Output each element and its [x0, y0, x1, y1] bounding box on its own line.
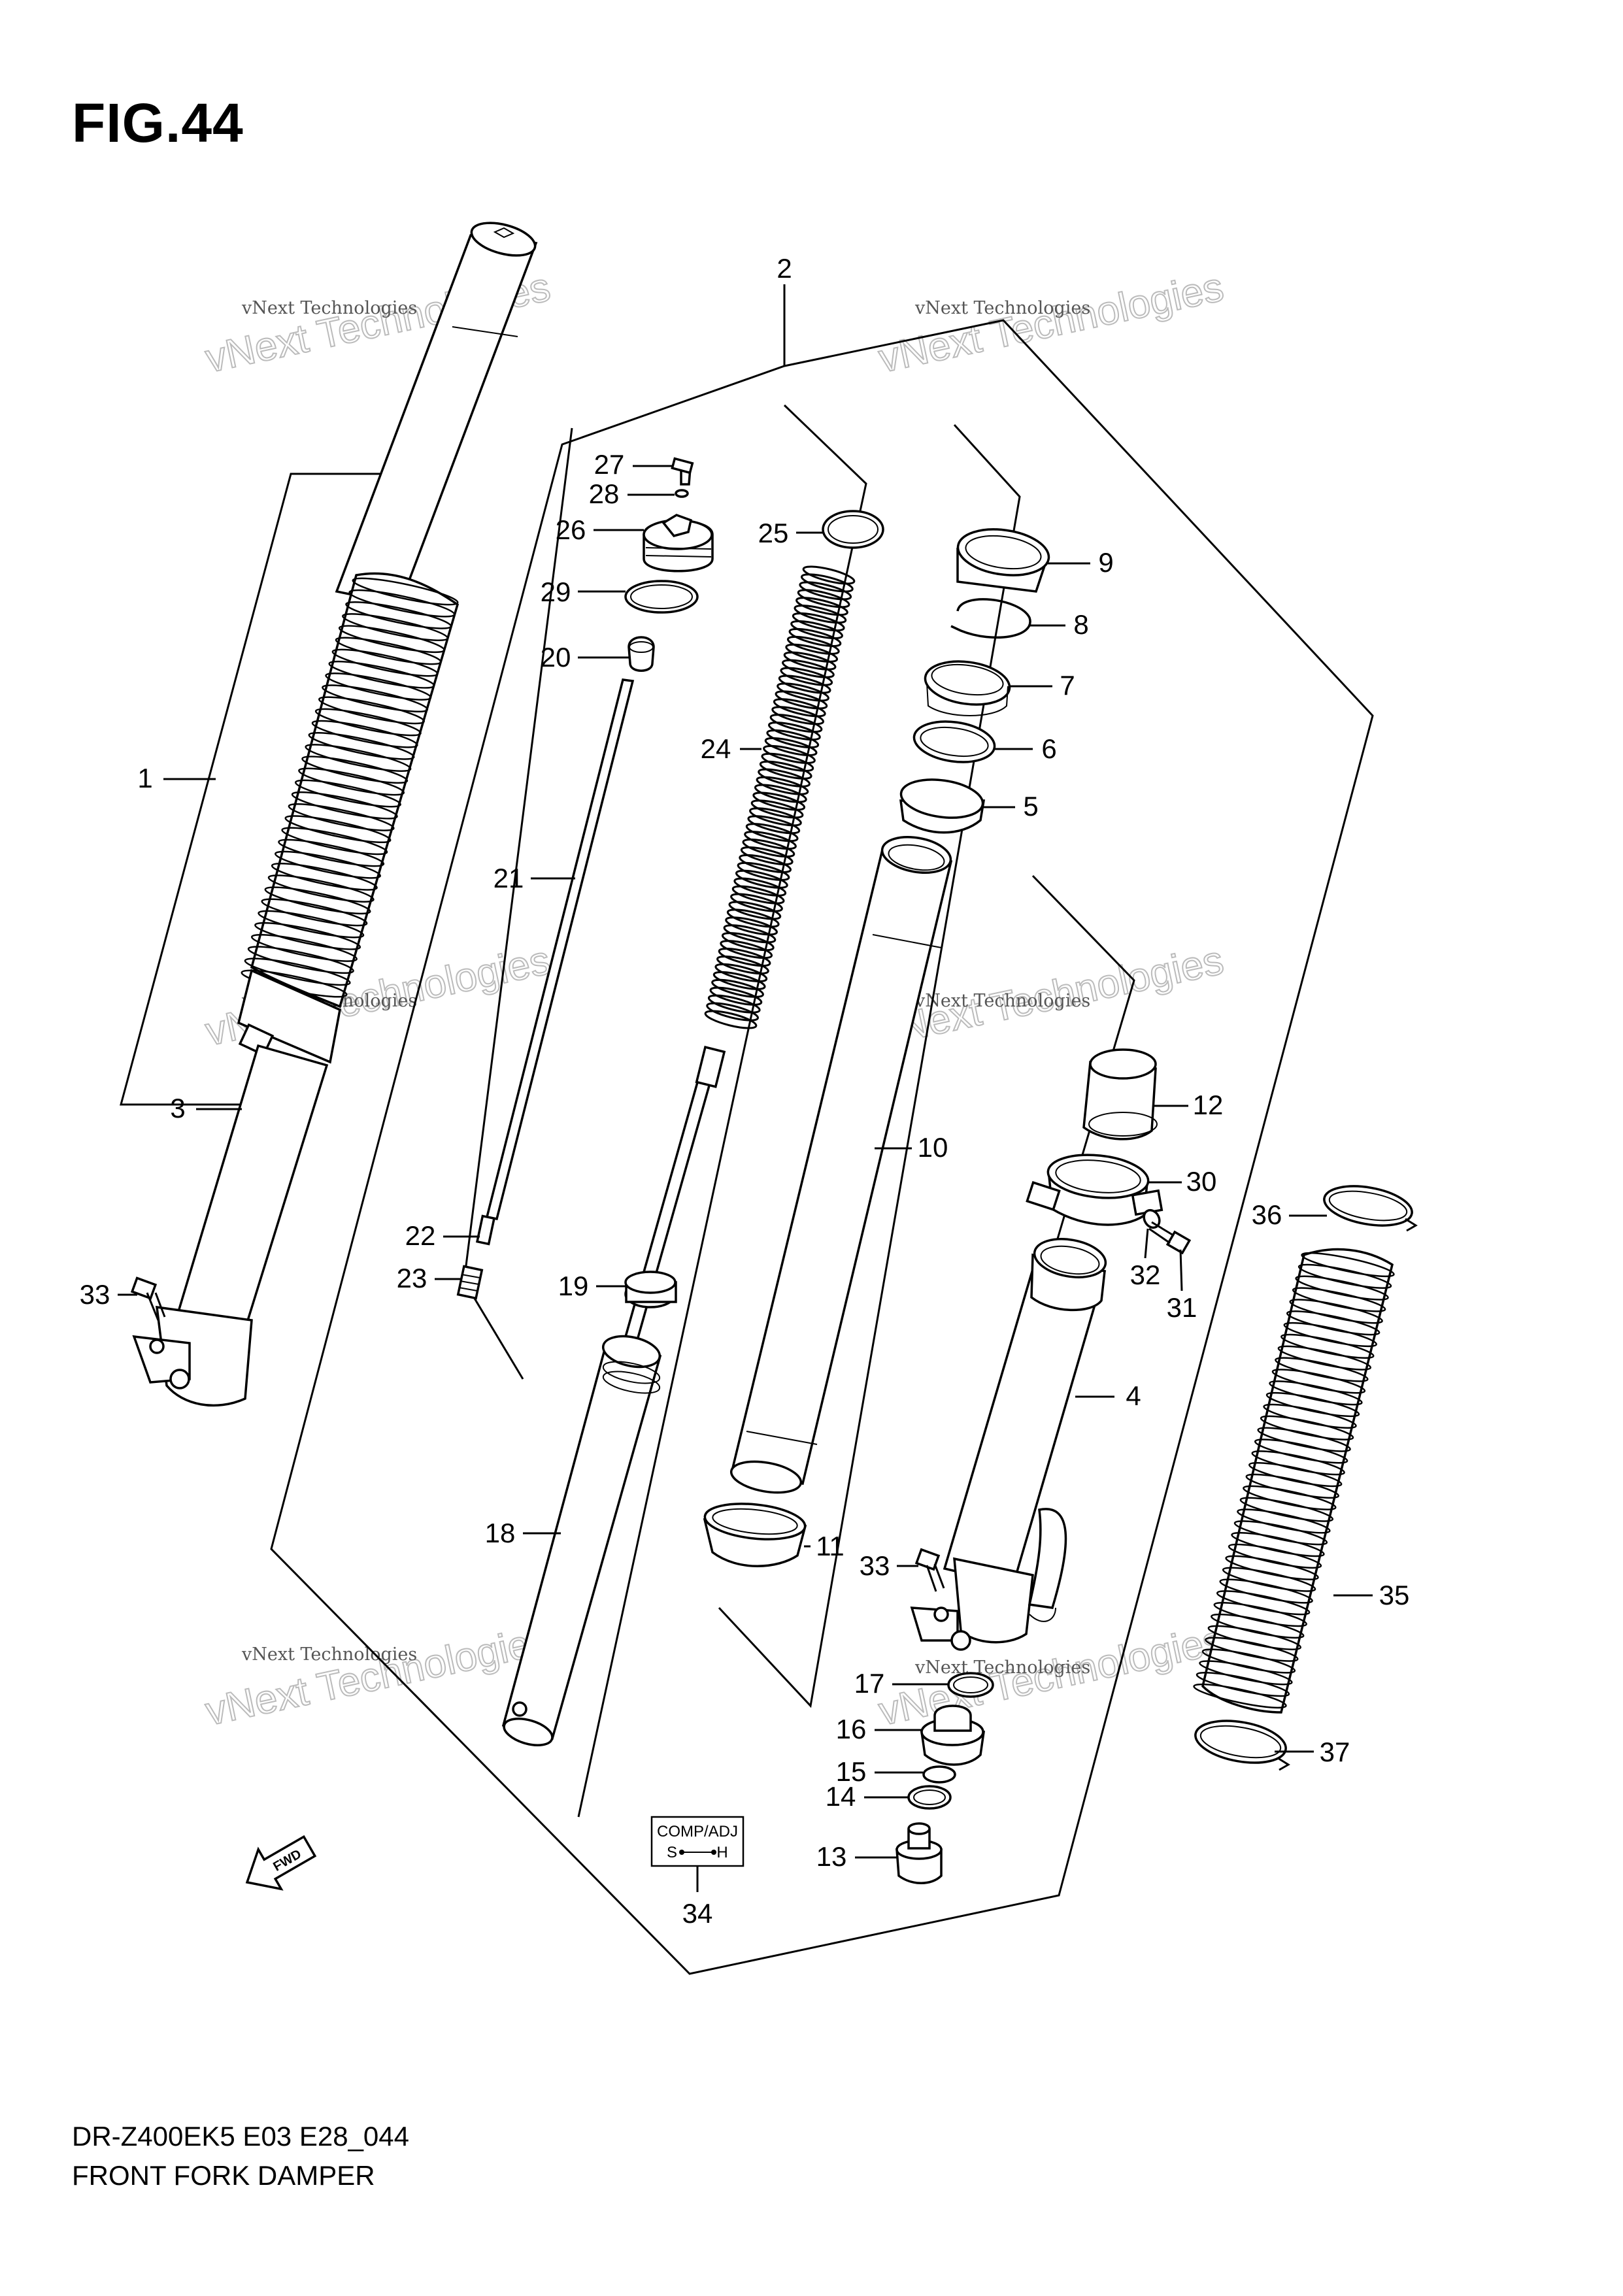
callout-31: 31: [1167, 1292, 1197, 1323]
small-spring-23: [456, 1265, 484, 1300]
callout-19: 19: [558, 1271, 589, 1301]
callout-5: 5: [1023, 791, 1038, 822]
callout-27: 27: [594, 449, 625, 480]
comp-adj-hard: H: [716, 1844, 728, 1861]
figure-title: FIG.44: [72, 92, 244, 154]
callout-34: 34: [682, 1898, 713, 1929]
bolt-31: [1148, 1221, 1192, 1255]
callout-13: 13: [816, 1841, 847, 1872]
cap-and-rod: [456, 457, 714, 1300]
callout-3: 3: [170, 1093, 185, 1123]
callout-23: 23: [397, 1263, 427, 1293]
outer-tube-group: [895, 1048, 1192, 1884]
callout-21: 21: [494, 863, 524, 893]
assembly-outline: [270, 319, 1374, 1975]
callout-24: 24: [701, 733, 731, 764]
callout-32: 32: [1130, 1259, 1161, 1290]
comp-adj-soft: S: [667, 1844, 677, 1861]
callout-15: 15: [836, 1756, 867, 1787]
callout-35: 35: [1379, 1580, 1410, 1610]
subgroup-outline-inner-tube: [718, 424, 1021, 1708]
callout-22: 22: [405, 1220, 436, 1251]
callout-33-left: 33: [80, 1279, 110, 1310]
diagram-name: FRONT FORK DAMPER: [72, 2160, 375, 2191]
callout-6: 6: [1041, 733, 1056, 764]
callout-14: 14: [826, 1781, 856, 1812]
watermark-text: vNext Technologies: [914, 298, 1090, 318]
callout-12: 12: [1193, 1090, 1224, 1120]
callout-25: 25: [758, 518, 789, 548]
comp-adj-tag: COMP/ADJ S H: [650, 1816, 745, 1892]
watermark-text: vNext Technologies: [241, 1644, 417, 1665]
model-code: DR-Z400EK5 E03 E28_044: [72, 2121, 409, 2152]
callout-29: 29: [541, 576, 571, 607]
fwd-arrow: FWD: [245, 1835, 317, 1891]
callout-9: 9: [1098, 547, 1113, 578]
watermark-text: vNext Technologies: [241, 298, 417, 318]
callout-20: 20: [541, 642, 571, 673]
callout-7: 7: [1060, 670, 1075, 701]
subgroup-outline-spring: [577, 404, 867, 1818]
callouts: 2 1 3 33 27 28 26 29 20 21 22 23 25: [80, 253, 1410, 1929]
callout-30: 30: [1186, 1166, 1217, 1197]
boot-group: [1193, 1185, 1418, 1771]
watermark-outline: vNext Technologies: [202, 1618, 554, 1735]
callout-11: 11: [816, 1531, 845, 1561]
watermark-text: vNext Technologies: [914, 1657, 1090, 1678]
fork-assembly-left: [130, 222, 538, 1407]
callout-17: 17: [854, 1668, 885, 1699]
bracket-part-1: [120, 473, 412, 1106]
comp-adj-title: COMP/ADJ: [657, 1823, 738, 1840]
callout-33-right: 33: [860, 1550, 890, 1581]
callout-1: 1: [137, 763, 152, 793]
bolt-33-right: [914, 1548, 945, 1592]
callout-28: 28: [589, 478, 620, 509]
callout-26: 26: [556, 514, 586, 545]
callout-16: 16: [836, 1714, 867, 1744]
callout-18: 18: [485, 1518, 516, 1548]
callout-2: 2: [777, 253, 792, 284]
callout-10: 10: [918, 1132, 948, 1163]
watermark-text: vNext Technologies: [914, 991, 1090, 1011]
callout-4: 4: [1126, 1380, 1141, 1411]
inner-tube-group: [703, 528, 1050, 1567]
watermark-outline: vNext Technologies: [875, 265, 1228, 382]
callout-37: 37: [1320, 1737, 1350, 1767]
bolt-33-left: [130, 1276, 166, 1321]
callout-8: 8: [1073, 609, 1088, 640]
callout-36: 36: [1252, 1199, 1282, 1230]
spring-and-damper: [501, 510, 884, 1746]
